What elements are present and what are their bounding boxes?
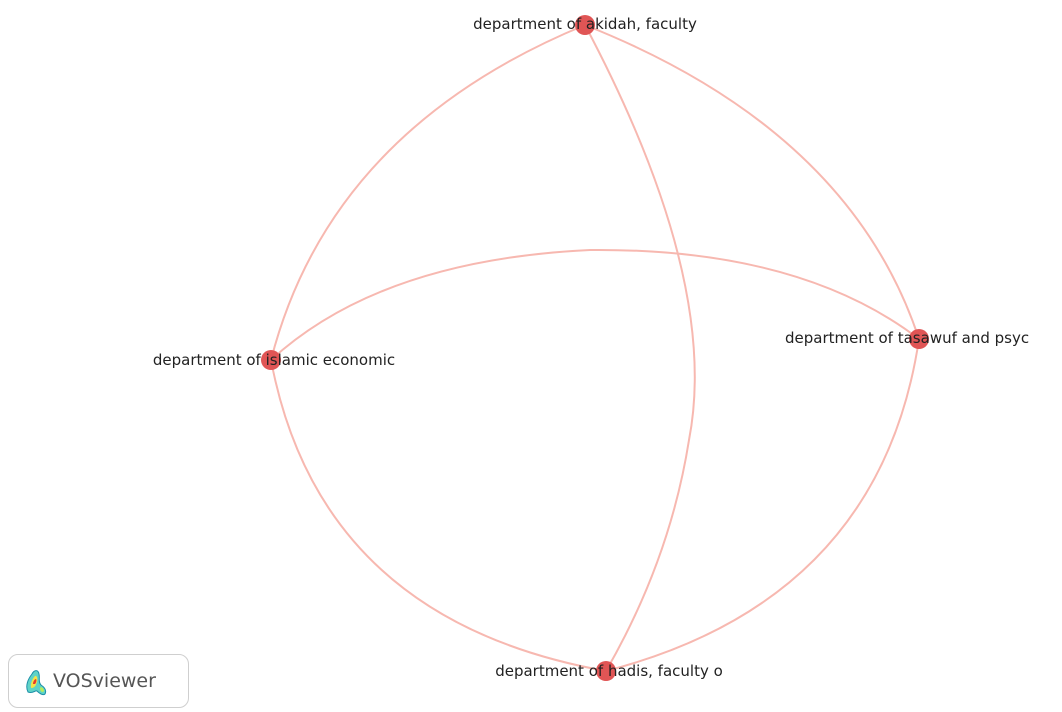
node-tasawuf[interactable]: department of tasawuf and psyc bbox=[785, 329, 1029, 349]
network-links bbox=[270, 24, 920, 672]
link-akidah-tasawuf bbox=[584, 24, 920, 340]
link-islamic-tasawuf bbox=[270, 248, 920, 361]
node-islamic-label[interactable]: department of islamic economic bbox=[153, 351, 395, 369]
node-hadis-label[interactable]: department of hadis, faculty o bbox=[495, 662, 723, 680]
node-hadis-dot[interactable] bbox=[596, 661, 616, 681]
node-akidah[interactable]: department of akidah, faculty bbox=[473, 15, 697, 35]
network-nodes: department of akidah, faculty department… bbox=[153, 15, 1029, 681]
link-islamic-hadis bbox=[270, 359, 607, 672]
node-akidah-dot[interactable] bbox=[575, 15, 595, 35]
node-islamic[interactable]: department of islamic economic bbox=[153, 350, 395, 370]
node-tasawuf-dot[interactable] bbox=[909, 329, 929, 349]
node-islamic-dot[interactable] bbox=[261, 350, 281, 370]
link-akidah-islamic bbox=[270, 24, 586, 361]
node-tasawuf-label[interactable]: department of tasawuf and psyc bbox=[785, 329, 1029, 347]
link-tasawuf-hadis bbox=[605, 338, 920, 672]
vosviewer-brand-label: VOSviewer bbox=[53, 670, 156, 692]
node-hadis[interactable]: department of hadis, faculty o bbox=[495, 661, 723, 681]
vosviewer-logo-icon bbox=[26, 670, 47, 696]
vosviewer-badge[interactable]: VOSviewer bbox=[8, 654, 189, 708]
link-akidah-hadis bbox=[584, 24, 696, 672]
node-akidah-label[interactable]: department of akidah, faculty bbox=[473, 15, 697, 33]
